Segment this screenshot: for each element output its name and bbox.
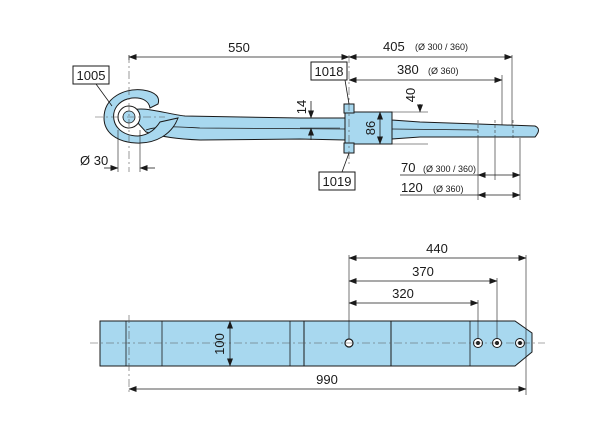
part-label-box-1019 [318,171,356,191]
dim-14: 14 [294,100,309,114]
bottom-view: 440 370 320 100 990 [90,241,545,395]
dim-550: 550 [228,40,250,55]
part-label-box-1018 [310,61,348,81]
leader-1018 [344,79,350,105]
dim-86: 86 [363,121,378,135]
dim-405-note: (Ø 300 / 360) [415,42,468,52]
dim-120: 120 [401,180,423,195]
dim-70: 70 [401,160,415,175]
dim-370: 370 [412,264,434,279]
spring-second-leaf [145,126,346,131]
plan-clamp-block [303,320,392,367]
spring-clamp-block [344,111,393,145]
dim-990: 990 [316,372,338,387]
spring-third-leaf [391,128,479,131]
dim-380: 380 [397,62,419,77]
dim-320: 320 [392,286,414,301]
part-label-1019: 1019 [323,174,352,189]
dim-120-note: (Ø 360) [433,184,464,194]
dim-40: 40 [403,88,418,102]
dim-30: Ø 30 [80,153,108,168]
part-label-1018: 1018 [315,64,344,79]
spring-eye-wrap [103,89,179,144]
leader-1019 [341,152,350,173]
spring-main-leaf [127,108,539,145]
part-label-box-1005 [72,65,110,85]
dim-100: 100 [212,333,227,355]
dim-380-note: (Ø 360) [428,66,459,76]
part-label-1005: 1005 [77,68,106,83]
dim-405: 405 [383,39,405,54]
dim-70-note: (Ø 300 / 360) [423,164,476,174]
plan-hole-3-inner [518,341,522,345]
leader-1005 [95,83,113,107]
dim-440: 440 [426,241,448,256]
top-view: 550 405 (Ø 300 / 360) 380 (Ø 360) 14 40 … [72,39,539,200]
